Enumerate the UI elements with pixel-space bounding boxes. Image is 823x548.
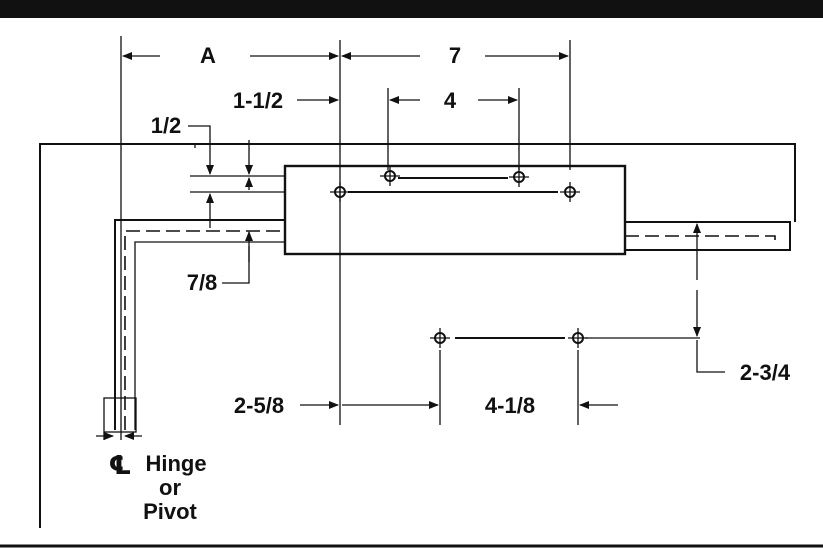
dim-2-5-8: 2-5/8	[234, 393, 439, 418]
hole-3	[509, 167, 529, 187]
pivot-label: Pivot	[143, 499, 197, 524]
dim-2-5-8-label: 2-5/8	[234, 393, 284, 418]
dim-2-3-4: 2-3/4	[693, 223, 791, 385]
dim-2-3-4-label: 2-3/4	[740, 360, 791, 385]
dim-7-8-label: 7/8	[187, 270, 218, 295]
dim-4: 4	[389, 88, 518, 113]
hole-2	[380, 166, 400, 186]
door-stop-profile	[103, 219, 791, 440]
hinge-label: Hinge	[145, 451, 206, 476]
dim-7-label: 7	[449, 43, 461, 68]
dim-1-1-2-label: 1-1/2	[233, 88, 283, 113]
top-frame-bar	[0, 0, 823, 18]
centerline-symbol: ℄	[108, 450, 131, 480]
dim-a: A	[122, 43, 339, 68]
dim-7-8: 7/8	[187, 231, 253, 295]
closer-body	[283, 164, 627, 256]
dim-1-2-label: 1/2	[151, 113, 182, 138]
hole-6	[568, 328, 588, 348]
dim-a-label: A	[200, 43, 216, 68]
dim-4-1-8: 4-1/8	[485, 393, 618, 418]
hinge-centerline-dim: ℄ Hinge or Pivot	[96, 432, 207, 524]
dim-7: 7	[341, 43, 569, 68]
extension-lines	[120, 36, 700, 440]
dim-1-1-2: 1-1/2	[233, 88, 339, 113]
dim-4-label: 4	[444, 88, 457, 113]
or-label: or	[159, 475, 181, 500]
door-frame-outline	[39, 143, 796, 528]
hole-4	[560, 182, 580, 202]
dim-1-2: 1/2	[151, 113, 253, 228]
hole-5	[430, 328, 450, 348]
dim-4-1-8-label: 4-1/8	[485, 393, 535, 418]
